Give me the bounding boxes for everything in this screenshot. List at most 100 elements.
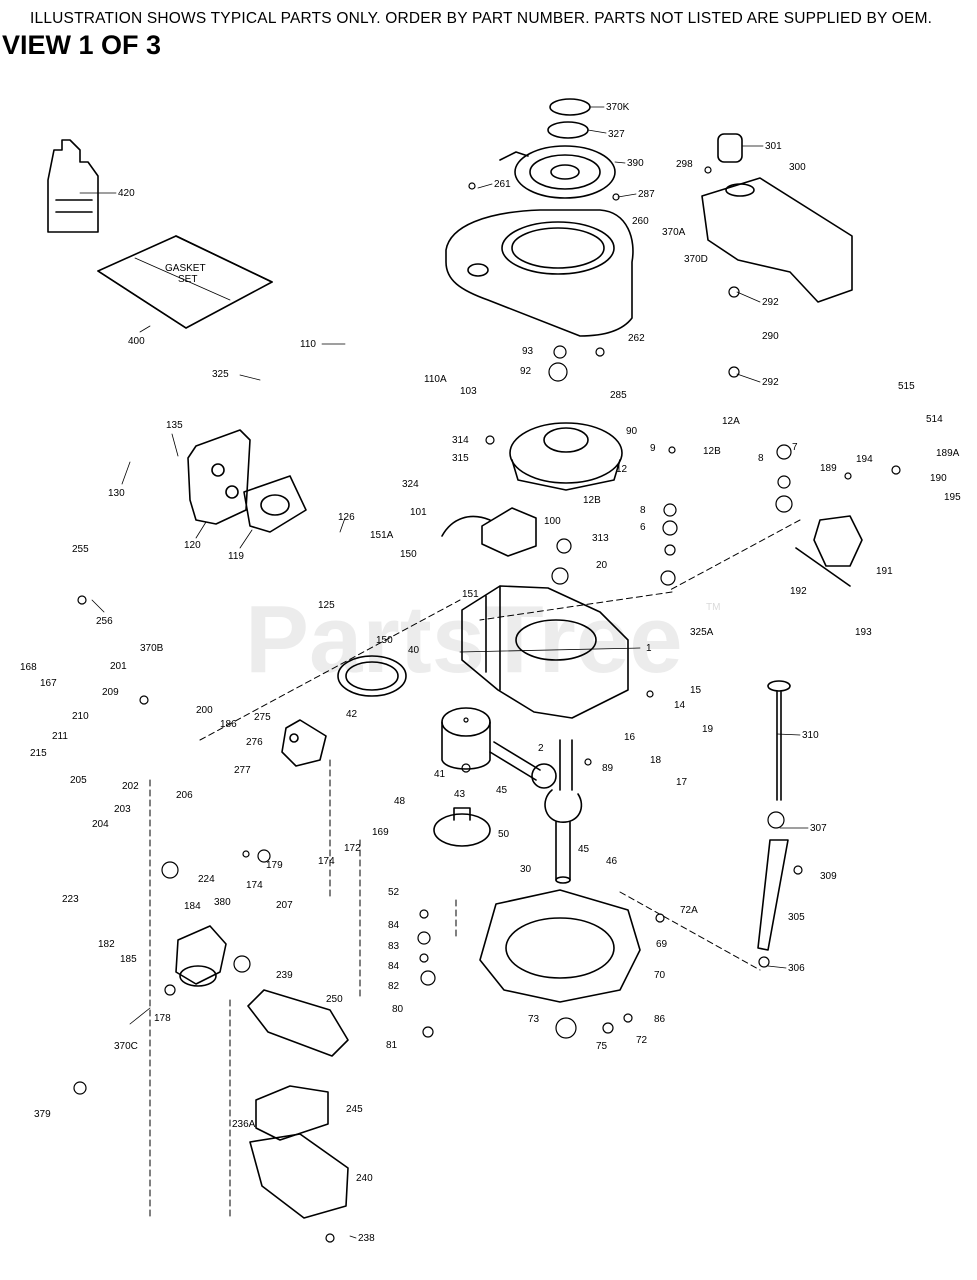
part-label: 80 bbox=[392, 1004, 404, 1015]
connecting-rod-drawing bbox=[489, 741, 557, 789]
part-label: 125 bbox=[318, 600, 335, 611]
watermark-text: PartsTree bbox=[245, 586, 683, 693]
part-label: 82 bbox=[388, 981, 400, 992]
part-label: 306 bbox=[788, 963, 805, 974]
assembly-dashed-lines bbox=[149, 519, 801, 1221]
part-label: 89 bbox=[602, 763, 614, 774]
part-label: 110A bbox=[424, 374, 447, 385]
parts-notice: ILLUSTRATION SHOWS TYPICAL PARTS ONLY. O… bbox=[30, 10, 933, 27]
part-label: 72A bbox=[680, 905, 698, 916]
part-label: 206 bbox=[176, 790, 193, 801]
part-label: 224 bbox=[198, 874, 215, 885]
part-label: 15 bbox=[690, 685, 702, 696]
part-label: 305 bbox=[788, 912, 805, 923]
part-label: 100 bbox=[544, 516, 561, 527]
oil-bottle-drawing bbox=[47, 139, 99, 233]
part-label: 277 bbox=[234, 765, 251, 776]
part-label: 209 bbox=[102, 687, 119, 698]
crankcase-cover-drawing bbox=[479, 889, 641, 1003]
gasket-set-envelope-drawing: GASKET SET bbox=[97, 235, 273, 329]
part-label: 20 bbox=[596, 560, 608, 571]
part-label: 370B bbox=[140, 643, 164, 654]
fastener-drawings bbox=[73, 166, 901, 1243]
part-label: 298 bbox=[676, 159, 693, 170]
part-label: 276 bbox=[246, 737, 263, 748]
part-label: 12A bbox=[722, 416, 740, 427]
part-label: 17 bbox=[676, 777, 688, 788]
part-label: 307 bbox=[810, 823, 827, 834]
part-label: 182 bbox=[98, 939, 115, 950]
part-label: 18 bbox=[650, 755, 662, 766]
part-label: 179 bbox=[266, 860, 283, 871]
part-label: 30 bbox=[520, 864, 532, 875]
part-label: 236A bbox=[232, 1119, 256, 1130]
part-label: 184 bbox=[184, 901, 201, 912]
part-label: 370D bbox=[684, 254, 708, 265]
part-label: 45 bbox=[496, 785, 508, 796]
part-label: 48 bbox=[394, 796, 406, 807]
part-label: 190 bbox=[930, 473, 947, 484]
part-label: 313 bbox=[592, 533, 609, 544]
part-label: 84 bbox=[388, 920, 400, 931]
part-label: 189A bbox=[936, 448, 960, 459]
part-label: 52 bbox=[388, 887, 400, 898]
part-label: 189 bbox=[820, 463, 837, 474]
part-label: 215 bbox=[30, 748, 47, 759]
part-label: 70 bbox=[654, 970, 666, 981]
part-label: 310 bbox=[802, 730, 819, 741]
part-label: 309 bbox=[820, 871, 837, 882]
part-label: 7 bbox=[792, 442, 798, 453]
view-title: VIEW 1 OF 3 bbox=[2, 30, 162, 60]
part-label: 168 bbox=[20, 662, 37, 673]
part-label: 325 bbox=[212, 369, 229, 380]
part-label: 515 bbox=[898, 381, 915, 392]
part-label: 12B bbox=[703, 446, 721, 457]
part-label: 211 bbox=[52, 731, 68, 742]
part-label: 205 bbox=[70, 775, 87, 786]
part-label: 174 bbox=[318, 856, 335, 867]
part-label: 86 bbox=[654, 1014, 666, 1025]
part-label: 195 bbox=[944, 492, 961, 503]
part-label: 207 bbox=[276, 900, 293, 911]
part-label: 126 bbox=[338, 512, 355, 523]
part-label: 42 bbox=[346, 709, 358, 720]
part-label: 370K bbox=[606, 102, 630, 113]
part-label: 174 bbox=[246, 880, 263, 891]
part-label: 84 bbox=[388, 961, 400, 972]
part-label: 43 bbox=[454, 789, 466, 800]
part-label: 135 bbox=[166, 420, 183, 431]
part-label: 275 bbox=[254, 712, 271, 723]
part-label: 202 bbox=[122, 781, 139, 792]
part-label: 45 bbox=[578, 844, 590, 855]
part-label: 301 bbox=[765, 141, 782, 152]
fuel-tank-drawing bbox=[701, 133, 853, 303]
part-label: 290 bbox=[762, 331, 779, 342]
recoil-starter-drawing bbox=[499, 98, 616, 199]
part-label: 151A bbox=[370, 530, 394, 541]
part-label: 314 bbox=[452, 435, 469, 446]
part-label: 238 bbox=[358, 1233, 375, 1244]
part-label: 203 bbox=[114, 804, 131, 815]
part-label: 285 bbox=[610, 390, 627, 401]
blower-housing-drawing bbox=[445, 209, 634, 337]
part-label: 120 bbox=[184, 540, 201, 551]
part-label: 292 bbox=[762, 377, 779, 388]
cylinder-block-drawing bbox=[461, 585, 629, 719]
part-label: 169 bbox=[372, 827, 389, 838]
part-label: 151 bbox=[462, 589, 479, 600]
gasket-set-label: GASKET bbox=[165, 263, 206, 274]
part-label: 130 bbox=[108, 488, 125, 499]
part-label: 262 bbox=[628, 333, 645, 344]
part-label: 101 bbox=[410, 507, 427, 518]
part-label: 186 bbox=[220, 719, 237, 730]
part-label: 110 bbox=[300, 339, 316, 350]
part-label: 370A bbox=[662, 227, 686, 238]
part-label: 92 bbox=[520, 366, 532, 377]
part-label: 8 bbox=[758, 453, 764, 464]
part-label: 81 bbox=[386, 1040, 398, 1051]
part-label: 90 bbox=[626, 426, 638, 437]
part-label: 150 bbox=[400, 549, 417, 560]
part-label: 261 bbox=[494, 179, 511, 190]
part-label: 12 bbox=[616, 464, 628, 475]
